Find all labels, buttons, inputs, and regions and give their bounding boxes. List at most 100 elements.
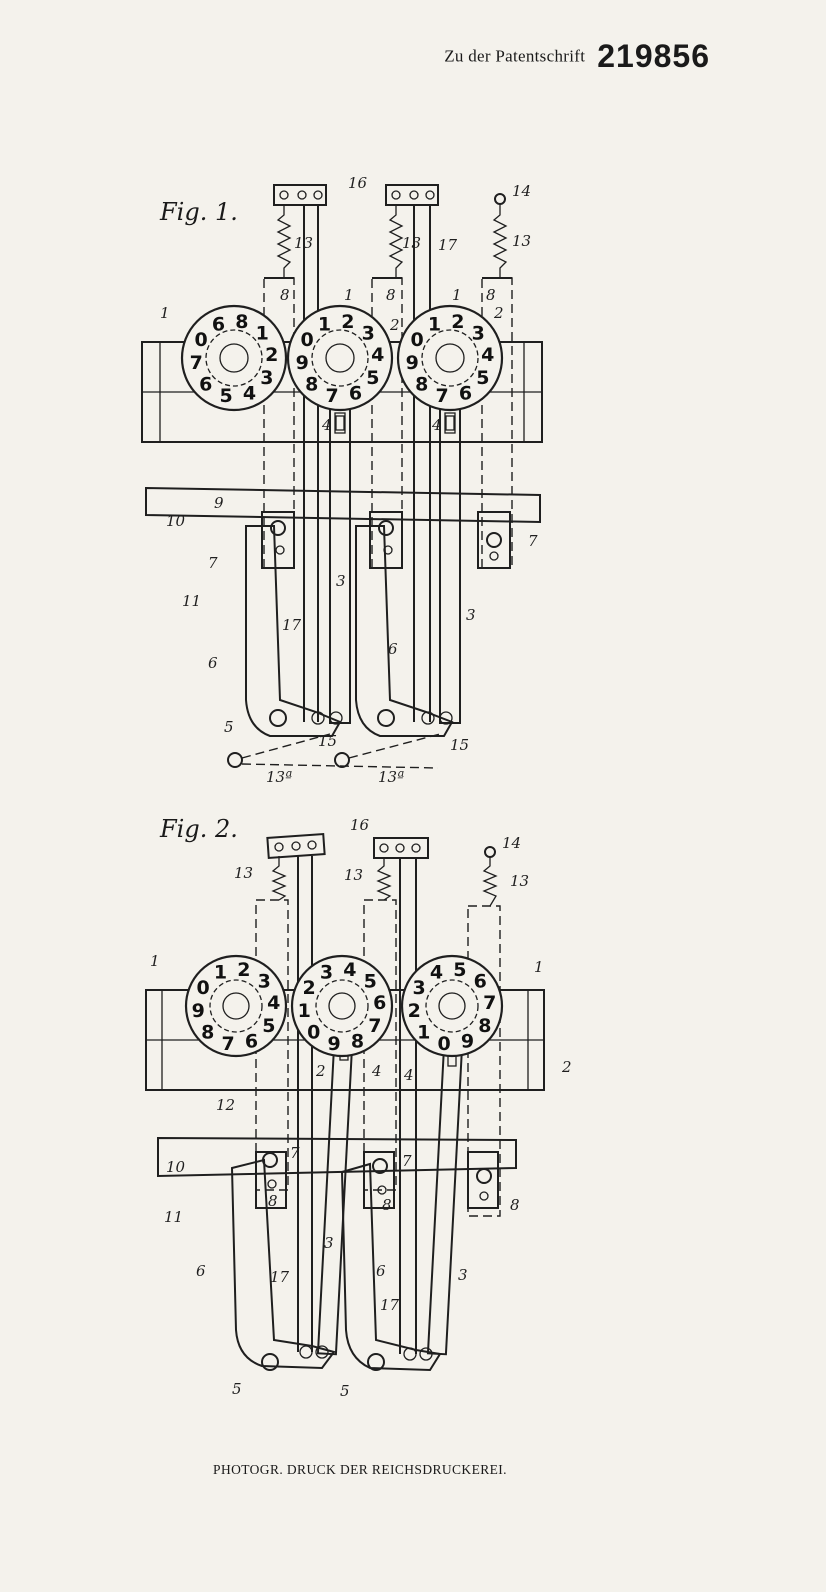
- wheel-digit: 8: [305, 373, 318, 395]
- reference-numeral: 4: [431, 416, 442, 434]
- wheel-digit: 3: [362, 323, 375, 345]
- wheel-digit: 3: [320, 961, 333, 983]
- reference-numeral: 4: [321, 416, 332, 434]
- reference-numeral: 1: [534, 958, 544, 976]
- wheel-digit: 9: [296, 352, 309, 374]
- carriage-16-b: [385, 184, 439, 206]
- wheel-digit: 2: [302, 977, 315, 999]
- wheel-digit: 6: [199, 373, 212, 395]
- wheel-digit: 9: [192, 1000, 205, 1022]
- wheel-digit: 2: [341, 311, 354, 333]
- spring-13-a: [276, 205, 292, 278]
- patent-number: 219856: [597, 38, 710, 74]
- lever-6-b: [355, 525, 454, 737]
- reference-numeral: 6: [208, 654, 218, 672]
- wheel-digit: 4: [481, 344, 494, 366]
- reference-numeral: 7: [528, 532, 538, 550]
- reference-numeral: 14: [502, 834, 521, 852]
- wheel-digit: 2: [265, 344, 278, 366]
- wheel-digit: 5: [364, 971, 377, 993]
- wheel-digit: 1: [214, 961, 227, 983]
- wheel-digit: 6: [212, 313, 225, 335]
- reference-numeral: 2: [561, 1058, 572, 1076]
- wheel-digit: 6: [459, 383, 472, 405]
- reference-numeral: 4: [403, 1066, 414, 1084]
- wheel-digit: 1: [318, 313, 331, 335]
- wheel-digit: 1: [298, 1000, 311, 1022]
- wheel-digit: 1: [256, 323, 269, 345]
- printer-imprint: PHOTOGR. DRUCK DER REICHSDRUCKEREI.: [213, 1462, 507, 1477]
- wheel-digit: 1: [417, 1021, 430, 1043]
- reference-numeral: 2: [389, 316, 400, 334]
- wheel-digit: 2: [451, 311, 464, 333]
- reference-numeral: 8: [382, 1196, 392, 1214]
- figure-2-label: Fig. 2.: [160, 815, 238, 843]
- reference-numeral: 12: [216, 1096, 235, 1114]
- reference-numeral: 13: [294, 234, 313, 252]
- reference-numeral: 13: [402, 234, 421, 252]
- wheel-digit: 9: [461, 1031, 474, 1053]
- lever-6-a: [245, 525, 342, 737]
- wheel-digit: 7: [325, 385, 338, 407]
- reference-numeral: 15: [450, 736, 469, 754]
- reference-numeral: 1: [344, 286, 354, 304]
- reference-numeral: 6: [376, 1262, 386, 1280]
- wheel-digit: 0: [307, 1021, 320, 1043]
- reference-numeral: 10: [166, 1158, 186, 1176]
- wheel-digit: 3: [412, 977, 425, 999]
- reference-numeral: 1: [150, 952, 160, 970]
- reference-numeral: 13ª: [378, 768, 404, 786]
- wheel-digit: 3: [472, 323, 485, 345]
- wheel-digit: 6: [349, 383, 362, 405]
- figure-1-label: Fig. 1.: [160, 198, 238, 226]
- wheel-digit: 0: [194, 329, 207, 351]
- reference-numeral: 8: [510, 1196, 520, 1214]
- reference-numeral: 5: [340, 1382, 350, 1400]
- reference-numeral: 13ª: [266, 768, 292, 786]
- bar-10: [145, 486, 541, 524]
- reference-numeral: 13: [344, 866, 363, 884]
- reference-numeral: 2: [493, 304, 504, 322]
- wheel-digit: 4: [243, 383, 256, 405]
- wheel-digit: 3: [258, 971, 271, 993]
- reference-numeral: 2: [315, 1062, 326, 1080]
- wheel-digit: 5: [262, 1015, 275, 1037]
- wheel-digit: 1: [428, 313, 441, 335]
- wheel-digit: 4: [371, 344, 384, 366]
- wheel-digit: 4: [430, 961, 443, 983]
- reference-numeral: 17: [380, 1296, 400, 1314]
- reference-numeral: 8: [268, 1192, 278, 1210]
- reference-numeral: 13: [234, 864, 253, 882]
- wheel-digit: 5: [219, 385, 232, 407]
- reference-numeral: 3: [336, 572, 346, 590]
- wheel-digit: 5: [476, 367, 489, 389]
- reference-numeral: 17: [282, 616, 302, 634]
- reference-numeral: 7: [402, 1152, 412, 1170]
- patent-header: Zu der Patentschrift 219856: [444, 38, 710, 75]
- spring-13-b: [388, 205, 404, 278]
- reference-numeral: 10: [166, 512, 186, 530]
- reference-numeral: 17: [438, 236, 458, 254]
- wheel-digit: 3: [260, 367, 273, 389]
- anchor-14: [494, 193, 506, 205]
- wheel-digit: 8: [235, 311, 248, 333]
- wheel-digit: 0: [300, 329, 313, 351]
- reference-numeral: 16: [350, 816, 370, 834]
- reference-numeral: 1: [452, 286, 462, 304]
- wheel-digit: 8: [415, 373, 428, 395]
- wheel-digit: 8: [351, 1031, 364, 1053]
- reference-numeral: 11: [182, 592, 201, 610]
- reference-numeral: 15: [318, 732, 337, 750]
- wheel-digit: 7: [221, 1033, 234, 1055]
- wheel-digit: 0: [437, 1033, 450, 1055]
- wheel-digit: 4: [267, 992, 280, 1014]
- wheel-digit: 5: [453, 959, 466, 981]
- reference-numeral: 9: [214, 494, 224, 512]
